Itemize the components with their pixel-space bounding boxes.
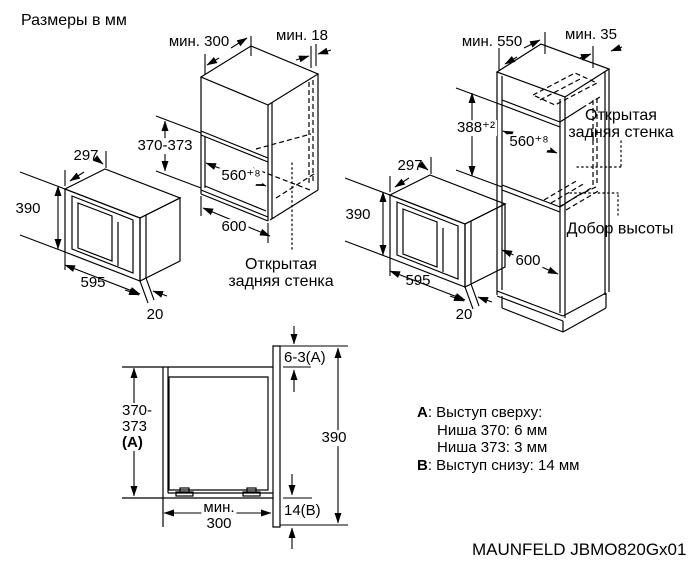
cross-section-bottom-protrusion-label: 14(B) [284, 502, 321, 519]
microwave-left-depth-label: 297 [73, 147, 99, 165]
tall-cabinet-niche-height-label: 388⁺² [455, 119, 497, 137]
niche-height-line3: (A) [122, 434, 143, 451]
wall-cabinet-niche-height-label: 370-373 [135, 137, 195, 155]
wall-cabinet-niche-width-label: 560⁺⁸ [219, 167, 263, 185]
tall-cabinet-min-depth-label: мин. 550 [461, 33, 523, 51]
note-a-item2: Ниша 373: 3 мм [437, 439, 548, 456]
wall-cabinet-width-label: 600 [219, 218, 249, 236]
microwave-right-frame-label: 20 [455, 306, 473, 324]
wall-cabinet-drawing [155, 36, 332, 253]
note-a-text: : Выступ сверху: [427, 404, 543, 421]
open-back-line1: Открытая [585, 107, 657, 125]
wall-cabinet-back-gap-label: мин. 18 [276, 27, 328, 45]
tall-cabinet-open-back-label: Открытая задняя стенка [568, 107, 674, 142]
wall-cabinet-min-depth-label: мин. 300 [168, 33, 230, 51]
height-filler-label: Добор высоты [566, 220, 674, 238]
open-back-line1: Открытая [245, 256, 317, 274]
model-number: MAUNFELD JBMO820Gx01 [472, 540, 687, 559]
open-back-line2: задняя стенка [228, 273, 334, 290]
min-depth-line2: 300 [206, 515, 232, 532]
microwave-left-frame-label: 20 [146, 306, 164, 324]
tall-cabinet-drawing [455, 32, 623, 333]
note-a: A: Выступ сверху: [417, 404, 579, 422]
tall-cabinet-niche-depth-label: 600 [513, 252, 543, 270]
wall-cabinet-open-back-label: Открытая задняя стенка [228, 256, 334, 291]
note-a-letter: A [417, 404, 428, 421]
page-title: Размеры в мм [21, 12, 127, 29]
cross-section-niche-height-label: 370- 373 (A) [120, 402, 155, 451]
tall-cabinet-back-gap-label: мин. 35 [565, 26, 617, 44]
microwave-left-height-label: 390 [15, 200, 41, 218]
microwave-right-width-label: 595 [405, 272, 431, 290]
min-depth-line1: мин. [203, 499, 235, 516]
tall-cabinet-niche-width-label: 560⁺⁸ [507, 133, 551, 151]
microwave-left-width-label: 595 [80, 274, 106, 292]
note-a-item1: Ниша 370: 6 мм [437, 421, 548, 439]
niche-height-line2: 373 [122, 418, 148, 435]
niche-height-line1: 370- [122, 402, 153, 419]
open-back-line2: задняя стенка [568, 124, 674, 141]
microwave-right-depth-label: 297 [397, 157, 423, 175]
cross-section-top-protrusion-label: 6-3(A) [284, 349, 326, 366]
notes-block: A: Выступ сверху: Ниша 370: 6 мм Ниша 37… [417, 404, 579, 474]
microwave-right-height-label: 390 [345, 206, 371, 224]
note-b-text: : Выступ снизу: 14 мм [427, 456, 580, 474]
cross-section-front-height-label: 390 [319, 429, 349, 447]
note-b: B: Выступ снизу: 14 мм [417, 457, 579, 475]
cross-section-min-depth-label: мин. 300 [201, 499, 237, 532]
note-b-letter: B [417, 456, 428, 474]
